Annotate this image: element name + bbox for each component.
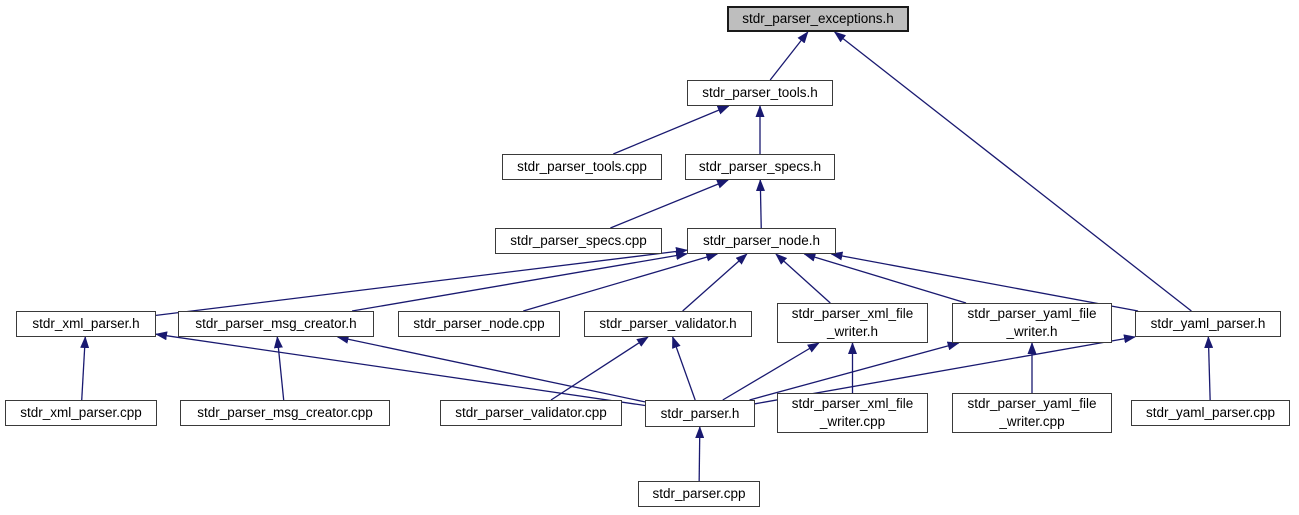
edge-parser_h-to-yaml_file_writer_h [749,341,960,401]
edge-tools_cpp-to-tools_h [613,105,730,155]
edge-xml_parser_cpp-to-xml_parser_h [80,336,90,401]
node-stdr-parser-specs-h[interactable]: stdr_parser_specs.h [685,154,835,180]
node-stdr-parser-cpp[interactable]: stdr_parser.cpp [638,481,760,507]
edge-validator_h-to-node_h [682,253,748,312]
node-stdr-parser-xml-file-writer-h[interactable]: stdr_parser_xml_file _writer.h [777,303,928,343]
edge-xml_parser_h-to-node_h [155,247,688,317]
edge-parser_h-to-xml_parser_h [155,331,646,407]
node-stdr-parser-validator-h[interactable]: stdr_parser_validator.h [584,311,752,337]
edge-tools_h-to-exceptions_h [769,31,809,81]
node-stdr-parser-yaml-file-writer-cpp[interactable]: stdr_parser_yaml_file _writer.cpp [952,393,1112,433]
node-stdr-xml-parser-h[interactable]: stdr_xml_parser.h [16,311,156,337]
edge-yaml_parser_h-to-node_h [830,251,1139,312]
edge-yaml_parser_h-to-exceptions_h [833,31,1192,312]
edge-msg_creator_cpp-to-msg_creator_h [273,336,285,401]
node-stdr-parser-node-cpp[interactable]: stdr_parser_node.cpp [398,311,560,337]
node-stdr-yaml-parser-h[interactable]: stdr_yaml_parser.h [1135,311,1281,337]
edge-validator_cpp-to-validator_h [550,336,649,401]
node-stdr-xml-parser-cpp[interactable]: stdr_xml_parser.cpp [5,400,157,426]
node-stdr-parser-exceptions-h[interactable]: stdr_parser_exceptions.h [727,6,909,32]
edge-parser_h-to-validator_h [672,336,696,401]
edge-node_cpp-to-node_h [523,252,719,312]
node-stdr-parser-specs-cpp[interactable]: stdr_parser_specs.cpp [495,228,662,254]
edge-parser_cpp-to-parser_h [695,426,705,482]
node-stdr-parser-msg-creator-cpp[interactable]: stdr_parser_msg_creator.cpp [180,400,390,426]
node-stdr-parser-node-h[interactable]: stdr_parser_node.h [687,228,836,254]
node-stdr-parser-validator-cpp[interactable]: stdr_parser_validator.cpp [440,400,622,426]
edge-node_h-to-specs_h [755,179,765,229]
edge-parser_h-to-msg_creator_h [336,334,646,403]
edge-yaml_file_writer_h-to-node_h [803,252,967,304]
node-stdr-parser-xml-file-writer-cpp[interactable]: stdr_parser_xml_file _writer.cpp [777,393,928,433]
edge-msg_creator_h-to-node_h [351,251,688,312]
edge-specs_cpp-to-specs_h [610,179,730,229]
node-stdr-yaml-parser-cpp[interactable]: stdr_yaml_parser.cpp [1131,400,1290,426]
edge-xml_file_writer_h-to-node_h [775,253,831,304]
node-stdr-parser-tools-h[interactable]: stdr_parser_tools.h [687,80,833,106]
node-stdr-parser-msg-creator-h[interactable]: stdr_parser_msg_creator.h [178,311,374,337]
node-stdr-parser-h[interactable]: stdr_parser.h [645,400,755,427]
node-stdr-parser-tools-cpp[interactable]: stdr_parser_tools.cpp [502,154,662,180]
edge-parser_h-to-xml_file_writer_h [722,342,820,401]
edge-yaml_parser_cpp-to-yaml_parser_h [1204,336,1214,401]
node-stdr-parser-yaml-file-writer-h[interactable]: stdr_parser_yaml_file _writer.h [952,303,1112,343]
edge-parser_h-to-yaml_parser_h [754,334,1136,405]
